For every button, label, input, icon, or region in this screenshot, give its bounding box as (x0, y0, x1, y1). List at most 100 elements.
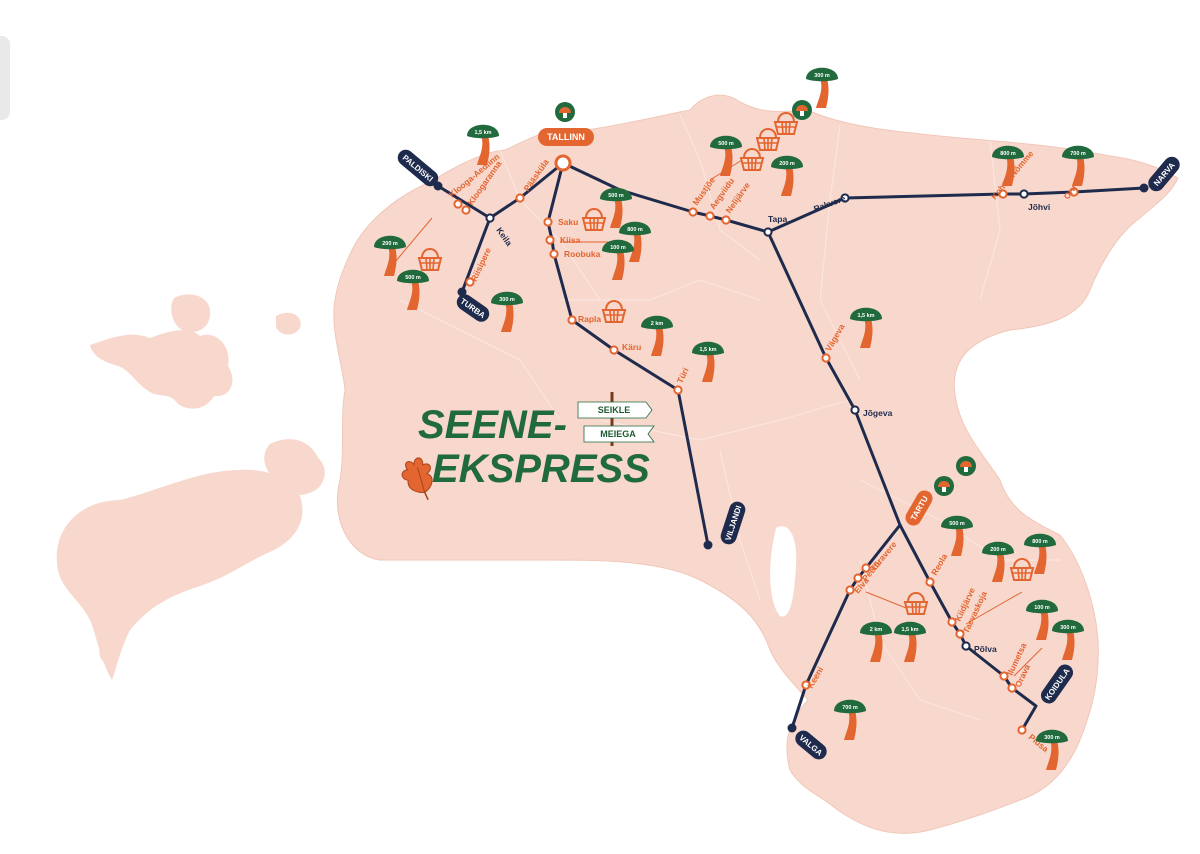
mushroom-marker[interactable]: 1,5 km (467, 124, 499, 165)
distance-label: 1,5 km (901, 627, 918, 633)
station-dot[interactable] (1069, 187, 1079, 197)
mushroom-marker[interactable]: 800 m (1024, 533, 1056, 574)
distance-label: 800 m (1032, 539, 1048, 545)
mushroom-marker[interactable]: 200 m (374, 235, 406, 276)
mushroom-marker[interactable]: 300 m (806, 67, 838, 108)
station-dot[interactable] (515, 193, 525, 203)
distance-label: 1,5 km (699, 347, 716, 353)
mushroom-marker[interactable]: 2 km (641, 315, 673, 356)
mushroom-marker[interactable]: 1,5 km (692, 341, 724, 382)
sign-top: SEIKLE (598, 405, 631, 415)
station-dot[interactable] (955, 629, 965, 639)
station-dot[interactable] (549, 249, 559, 259)
distance-label: 800 m (1000, 151, 1016, 157)
distance-label: 1,5 km (857, 313, 874, 319)
mushroom-marker[interactable]: 300 m (1052, 619, 1084, 660)
mushroom-marker[interactable]: 200 m (771, 155, 803, 196)
distance-label: 700 m (1070, 151, 1086, 157)
mushroom-marker[interactable]: 2 km (860, 621, 892, 662)
mushroom-marker[interactable]: 800 m (619, 221, 651, 262)
mushroom-marker[interactable]: 1,5 km (850, 307, 882, 348)
station-dot[interactable] (485, 213, 495, 223)
station-dot[interactable] (465, 277, 475, 287)
distance-label: 300 m (1060, 625, 1076, 631)
station-dot[interactable] (543, 217, 553, 227)
mushroom-marker[interactable]: 500 m (710, 135, 742, 176)
mushroom-badge-icon (555, 102, 575, 122)
mushroom-marker[interactable]: 1,5 km (894, 621, 926, 662)
station-dot[interactable] (999, 671, 1009, 681)
lake (770, 526, 797, 617)
mushroom-marker[interactable]: 200 m (982, 541, 1014, 582)
logo-line2: EKSPRESS (432, 447, 650, 491)
distance-label: 300 m (499, 297, 515, 303)
station-label: Käru (622, 342, 641, 352)
mushroom-marker[interactable]: 500 m (397, 269, 429, 310)
station-dot[interactable] (845, 585, 855, 595)
mushroom-marker[interactable]: 700 m (834, 699, 866, 740)
station-dot[interactable] (609, 345, 619, 355)
station-label: Tapa (768, 214, 787, 224)
station-dot[interactable] (567, 315, 577, 325)
station-dot[interactable] (1007, 683, 1017, 693)
station-dot[interactable] (850, 405, 860, 415)
distance-label: 1,5 km (474, 130, 491, 136)
page-edge-tab (0, 36, 10, 120)
mushroom-badge-icon (934, 476, 954, 496)
oak-leaf-icon (401, 457, 433, 501)
station-dot[interactable] (545, 235, 555, 245)
station-dot[interactable] (1017, 725, 1027, 735)
distance-label: 500 m (949, 521, 965, 527)
distance-label: 2 km (651, 321, 664, 327)
station-label: Saku (558, 217, 578, 227)
station-dot[interactable] (961, 641, 971, 651)
station-dot[interactable] (705, 211, 715, 221)
distance-label: 500 m (718, 141, 734, 147)
station-dot[interactable] (673, 385, 683, 395)
station-dot[interactable] (801, 680, 811, 690)
station-label: Rapla (578, 314, 601, 324)
distance-label: 200 m (382, 241, 398, 247)
station-label: Põlva (974, 644, 997, 654)
station-label: Jõhvi (1028, 202, 1050, 212)
station-dot[interactable] (461, 205, 471, 215)
station-dot[interactable] (721, 215, 731, 225)
mushroom-badge-icon (956, 456, 976, 476)
distance-label: 500 m (608, 193, 624, 199)
distance-label: 500 m (405, 275, 421, 281)
mushroom-badge-icon (792, 100, 812, 120)
mushroom-marker[interactable]: 300 m (491, 291, 523, 332)
station-dot[interactable] (763, 227, 773, 237)
station-dot[interactable] (1019, 189, 1029, 199)
distance-label: 2 km (870, 627, 883, 633)
station-label: Jõgeva (863, 408, 893, 418)
station-dot[interactable] (947, 617, 957, 627)
mushroom-marker[interactable]: 500 m (941, 515, 973, 556)
station-dot[interactable] (840, 193, 850, 203)
logo-line1: SEENE- (418, 403, 567, 447)
sign-bottom: MEIEGA (600, 429, 636, 439)
station-dot[interactable] (821, 353, 831, 363)
distance-label: 300 m (1044, 735, 1060, 741)
line-valga (790, 523, 902, 730)
station-dot[interactable] (861, 563, 871, 573)
mushroom-marker[interactable]: 100 m (1026, 599, 1058, 640)
mushroom-marker[interactable]: 700 m (1062, 145, 1094, 186)
distance-label: 100 m (1034, 605, 1050, 611)
terminal-paldiski[interactable]: PALDISKI (394, 146, 441, 189)
mushroom-marker[interactable]: 500 m (600, 187, 632, 228)
hub-tallinn[interactable]: TALLINN (538, 102, 594, 172)
station-label: Kiisa (560, 235, 581, 245)
station-dot[interactable] (688, 207, 698, 217)
mushroom-marker[interactable]: 100 m (602, 239, 634, 280)
station-dot[interactable] (453, 199, 463, 209)
station-dot[interactable] (853, 573, 863, 583)
mushroom-marker[interactable]: 800 m (992, 145, 1024, 186)
station-dot[interactable] (925, 577, 935, 587)
logo: SEENE- EKSPRESS SEIKLE MEIEGA (401, 392, 655, 501)
station-label: Roobuka (564, 249, 601, 259)
station-dot[interactable] (998, 189, 1008, 199)
mushroom-marker[interactable]: 300 m (1036, 729, 1068, 770)
